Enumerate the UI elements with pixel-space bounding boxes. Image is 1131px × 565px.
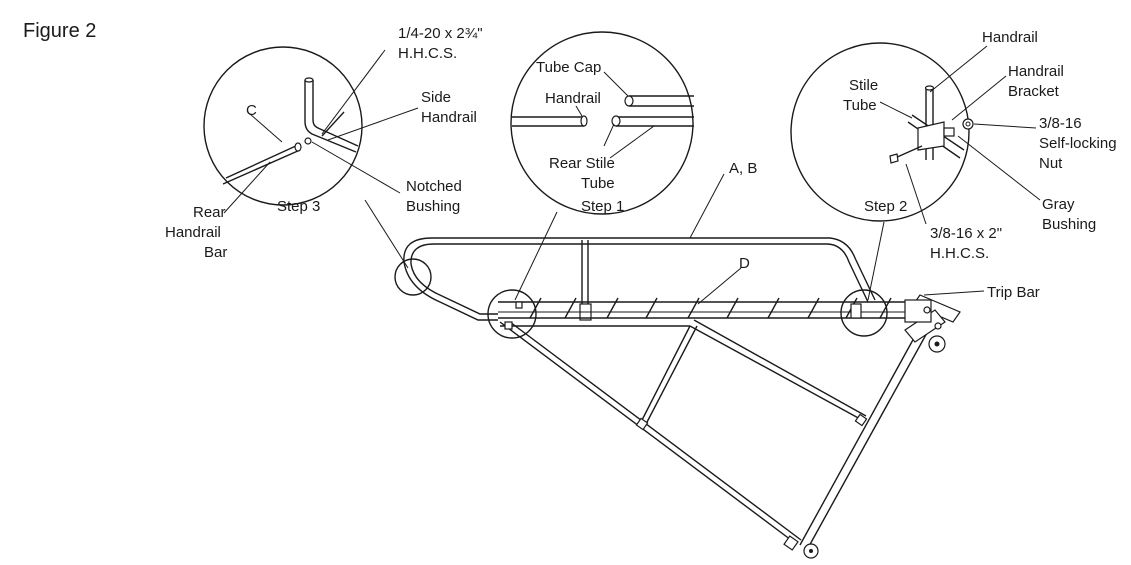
label-c: C — [246, 102, 257, 119]
hhcs-bolt-drawing — [321, 111, 345, 137]
detail-marker-step1 — [487, 289, 537, 339]
label-handrail-step1: Handrail — [545, 90, 601, 107]
label-stile-tube-2: Tube — [843, 97, 877, 114]
step1-leader-line — [514, 211, 558, 301]
label-handrail-bracket-2: Bracket — [1008, 83, 1060, 100]
label-hhcs-38-1: 3/8-16 x 2" — [930, 225, 1002, 242]
step2-leader-line — [867, 221, 885, 301]
front-leg-outer — [499, 321, 796, 544]
label-nut-3: Nut — [1039, 155, 1063, 172]
label-hhcs-quarter-2: H.H.C.S. — [398, 45, 457, 62]
detail-step1: Tube Cap Handrail Rear Stile Tube Step 1 — [510, 31, 694, 215]
label-trip-bar: Trip Bar — [987, 284, 1040, 301]
label-gray-bushing-2: Bushing — [1042, 216, 1096, 233]
label-notched-bushing-1: Notched — [406, 178, 462, 195]
step1-detail-circle — [510, 31, 694, 215]
label-step2: Step 2 — [864, 198, 907, 215]
label-step3: Step 3 — [277, 198, 320, 215]
detail-marker-step2 — [840, 289, 888, 337]
label-rear-stile-tube-1: Rear Stile — [549, 155, 615, 172]
handrail-bracket-drawing — [917, 121, 945, 151]
rear-handrail-bar-drawing — [225, 144, 299, 179]
notched-bushing-drawing — [304, 137, 312, 145]
label-side-handrail-2: Handrail — [421, 109, 477, 126]
label-step1: Step 1 — [581, 198, 624, 215]
step3-leader-line — [364, 199, 409, 269]
label-stile-tube-1: Stile — [849, 77, 878, 94]
brace-vertical — [639, 325, 691, 425]
tube-cap-drawing — [624, 95, 634, 107]
side-handrail-drawing — [304, 80, 357, 153]
label-nut-1: 3/8-16 — [1039, 115, 1082, 132]
label-hhcs-quarter-1: 1/4-20 x 2¾" — [398, 25, 483, 42]
d-leader — [697, 267, 742, 305]
brace-diagonal — [689, 325, 863, 421]
handrail-tube-inner — [410, 243, 869, 315]
label-side-handrail-1: Side — [421, 89, 451, 106]
rear-leg-outer — [799, 317, 926, 546]
step3-detail-circle — [203, 46, 363, 206]
label-rear-stile-tube-2: Tube — [581, 175, 615, 192]
hhcs-38-bolt-drawing — [894, 145, 923, 159]
detail-step3: C Step 3 — [203, 46, 419, 215]
detail-step2: Stile Tube Step 2 — [790, 42, 1041, 225]
label-tube-cap: Tube Cap — [536, 59, 601, 76]
label-rear-handrail-bar-2: Handrail — [165, 224, 221, 241]
trip-bar-leader — [923, 290, 985, 296]
self-locking-nut-drawing — [962, 118, 974, 130]
label-handrail-step2: Handrail — [982, 29, 1038, 46]
label-notched-bushing-2: Bushing — [406, 198, 460, 215]
callout-labels: 1/4-20 x 2¾" H.H.C.S. Side Handrail Notc… — [165, 25, 1117, 301]
label-handrail-bracket-1: Handrail — [1008, 63, 1064, 80]
label-nut-2: Self-locking — [1039, 135, 1117, 152]
label-d: D — [739, 255, 750, 272]
label-hhcs-38-2: H.H.C.S. — [930, 245, 989, 262]
label-rear-handrail-bar-3: Bar — [204, 244, 227, 261]
label-a-b: A, B — [729, 160, 757, 177]
gray-bushing-drawing — [943, 127, 955, 137]
step2-detail-circle — [790, 42, 970, 222]
handrail-tube — [403, 237, 876, 321]
trip-bar-mechanism — [904, 294, 961, 353]
front-leg-inner — [509, 321, 802, 541]
figure-title: Figure 2 — [23, 20, 96, 42]
ladder-main-drawing — [364, 173, 985, 559]
tread-marks — [529, 297, 892, 319]
handrail-bracket-main — [850, 303, 862, 319]
label-gray-bushing-1: Gray — [1042, 196, 1075, 213]
rear-leg-inner — [807, 321, 934, 549]
detail-marker-step3 — [394, 258, 432, 296]
a-b-leader — [689, 173, 725, 239]
label-rear-handrail-bar-1: Rear — [193, 204, 226, 221]
